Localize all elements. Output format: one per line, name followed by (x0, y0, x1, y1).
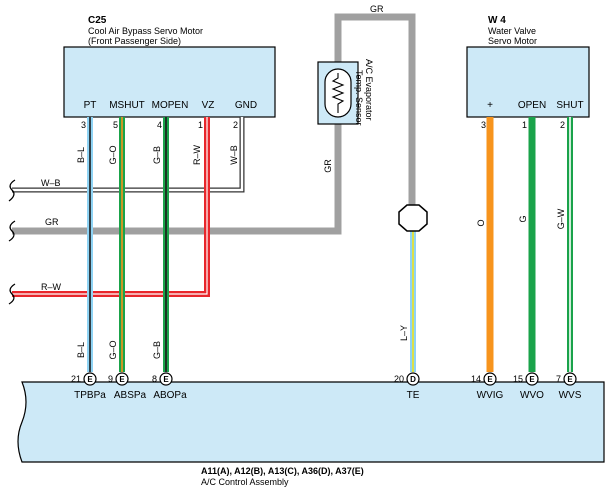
c25-pin-mopen-label: MOPEN (152, 100, 189, 111)
sensor-label-line1: A/C Evaporator (364, 59, 374, 121)
w4-servo-box (466, 46, 590, 118)
gr-wire (12, 12, 417, 236)
svg-text:E: E (163, 375, 169, 384)
w4-name-line1: Water Valve (488, 26, 536, 36)
svg-text:E: E (487, 375, 493, 384)
w4-pin-open-label: OPEN (518, 100, 546, 111)
c25-pin-mopen-num: 4 (157, 120, 162, 130)
terminal-name-abopa: ABOPa (153, 390, 187, 401)
terminal-7: E (563, 372, 577, 386)
c25-pin-gnd-label: GND (235, 100, 257, 111)
c25-pin-pt-label: PT (84, 100, 97, 111)
terminal-num-8: 8 (152, 374, 157, 384)
c25-pin-mshut-num: 5 (113, 120, 118, 130)
terminal-num-7: 7 (556, 374, 561, 384)
terminal-8: E (159, 372, 173, 386)
svg-text:E: E (567, 375, 573, 384)
thermistor-icon (331, 73, 345, 113)
c25-servo-box (63, 46, 276, 118)
svg-text:E: E (119, 375, 125, 384)
assembly-name-label: A/C Control Assembly (201, 477, 289, 487)
w4-pin-plus-label: + (487, 100, 493, 111)
terminal-num-14: 14 (471, 374, 481, 384)
terminal-name-wvo: WVO (520, 390, 544, 401)
wire-label-mshut-bottom: G–O (108, 340, 118, 359)
wire-label-gr-top: GR (370, 4, 384, 14)
w4-pin-shut-label: SHUT (556, 100, 583, 111)
c25-pin-vz-num: 1 (198, 120, 203, 130)
wire-label-left-rw: R–W (41, 282, 62, 292)
w4-pin-shut-num: 2 (560, 120, 565, 130)
wire-break-wb (8, 179, 16, 202)
c25-pin-vz-label: VZ (202, 100, 215, 111)
svg-text:D: D (410, 375, 416, 384)
c25-name-line2: (Front Passenger Side) (88, 36, 181, 46)
terminal-num-20: 20 (394, 374, 404, 384)
terminal-15: E (525, 372, 539, 386)
wire-label-pt-bottom: B–L (76, 342, 86, 358)
terminal-14: E (483, 372, 497, 386)
svg-text:E: E (529, 375, 535, 384)
wire-label-mopen-bottom: G–B (152, 341, 162, 359)
wire-label-mshut-top: G–O (108, 145, 118, 164)
wire-break-rw (8, 283, 16, 305)
wire-label-vz-top: R–W (192, 144, 202, 165)
control-assembly-box (17, 381, 605, 463)
evaporator-temp-sensor (317, 61, 359, 125)
c25-pin-pt-num: 3 (81, 120, 86, 130)
w4-code: W 4 (488, 15, 506, 26)
wire-label-pt-top: B–L (76, 147, 86, 163)
terminal-name-wvig: WVIG (477, 390, 504, 401)
c25-name-line1: Cool Air Bypass Servo Motor (88, 26, 203, 36)
terminal-name-tpbpa: TPBPa (74, 390, 106, 401)
w4-pin-plus-num: 3 (481, 120, 486, 130)
terminal-name-te: TE (407, 390, 420, 401)
c25-code: C25 (88, 15, 107, 26)
terminal-name-abspa: ABSPa (114, 390, 147, 401)
terminal-num-15: 15 (513, 374, 523, 384)
wire-break-gr (8, 220, 16, 242)
terminal-20: D (406, 372, 420, 386)
terminal-21: E (83, 372, 97, 386)
assembly-connectors-label: A11(A), A12(B), A13(C), A36(D), A37(E) (201, 466, 364, 476)
joint-connector-icon (398, 204, 428, 232)
w4-pin-open-num: 1 (522, 120, 527, 130)
svg-text:E: E (87, 375, 93, 384)
wire-label-wvs: G–W (556, 208, 566, 229)
w4-name-line2: Servo Motor (488, 36, 537, 46)
wire-label-gr-vertical: GR (323, 159, 333, 173)
wire-label-gnd-top: W–B (229, 145, 239, 165)
wire-label-left-gr: GR (45, 217, 59, 227)
terminal-name-wvs: WVS (559, 390, 582, 401)
wire-label-left-wb: W–B (41, 178, 61, 188)
wire-label-wvo: G (518, 215, 528, 222)
terminal-num-9: 9 (108, 374, 113, 384)
sensor-label-line2: Temp. Sensor (354, 70, 364, 126)
c25-pin-gnd-num: 2 (233, 120, 238, 130)
wire-label-te: L–Y (399, 325, 409, 341)
c25-pin-mshut-label: MSHUT (109, 100, 145, 111)
terminal-9: E (115, 372, 129, 386)
rw-wire (12, 117, 210, 297)
wire-label-wvig: O (476, 219, 486, 226)
wire-label-mopen-top: G–B (152, 146, 162, 164)
terminal-num-21: 21 (71, 374, 81, 384)
